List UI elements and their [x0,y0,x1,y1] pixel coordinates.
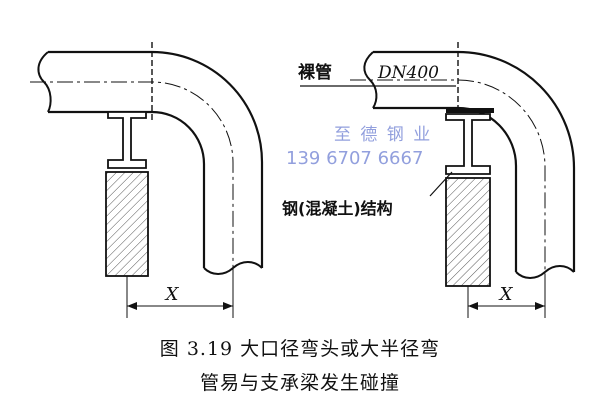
right-pad-plate [446,108,494,113]
right-centerline [350,79,546,300]
left-assembly [30,42,264,318]
left-dim-label: X [164,284,180,305]
left-bend-outer [151,50,264,268]
right-ibeam [445,113,491,175]
right-dim-arrow-b [535,302,545,310]
right-column [445,177,491,287]
caption-line-2: 管易与支承梁发生碰撞 [199,372,400,394]
right-dim-label: X [498,284,514,305]
left-ibeam [107,111,147,169]
structure-leader [429,171,453,197]
structure-label: 钢(混凝土)结构 [282,199,393,218]
left-column [105,171,149,277]
caption-line-1: 图 3.19 大口径弯头或大半径弯 [159,338,441,360]
watermark-line-2: 139 6707 6667 [286,148,423,169]
bare-pipe-label: 裸管 [298,62,332,83]
watermark-line-1: 至 德 钢 业 [334,125,432,145]
pipe-size-label: DN400 [377,63,439,83]
right-bend-outer [457,50,576,272]
left-dim-arrow-a [127,302,137,310]
right-dim-arrow-a [468,302,478,310]
left-lower-break [203,261,263,275]
left-bend-inner [151,110,206,268]
left-centerline [30,81,234,300]
right-lower-break [515,265,575,279]
right-horizontal-pipe [373,50,458,110]
left-dim-arrow-b [223,302,233,310]
right-assembly [300,42,576,318]
